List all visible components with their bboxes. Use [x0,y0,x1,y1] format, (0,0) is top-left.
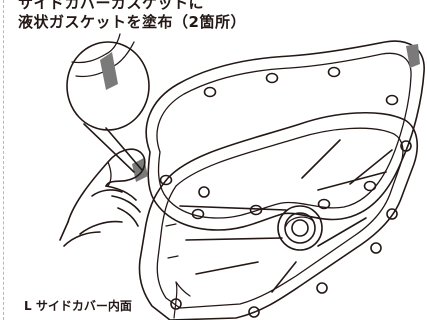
label-leader-line [173,281,191,319]
side-cover-inner-label: L サイドカバー内面 [24,299,132,313]
bearing-boss [277,205,323,251]
magnified-detail [66,33,150,173]
side-cover-gasket [145,40,425,231]
hand-drawing [59,148,146,247]
gasket-bolt-holes [159,66,399,220]
instruction-caption-line-1: サイドカバーガスケットに [18,0,205,12]
casing-bolt-holes [170,140,412,318]
instruction-caption-line-2: 液状ガスケットを塗布（2箇所） [18,13,246,31]
dashed-margin-rule [3,0,4,320]
